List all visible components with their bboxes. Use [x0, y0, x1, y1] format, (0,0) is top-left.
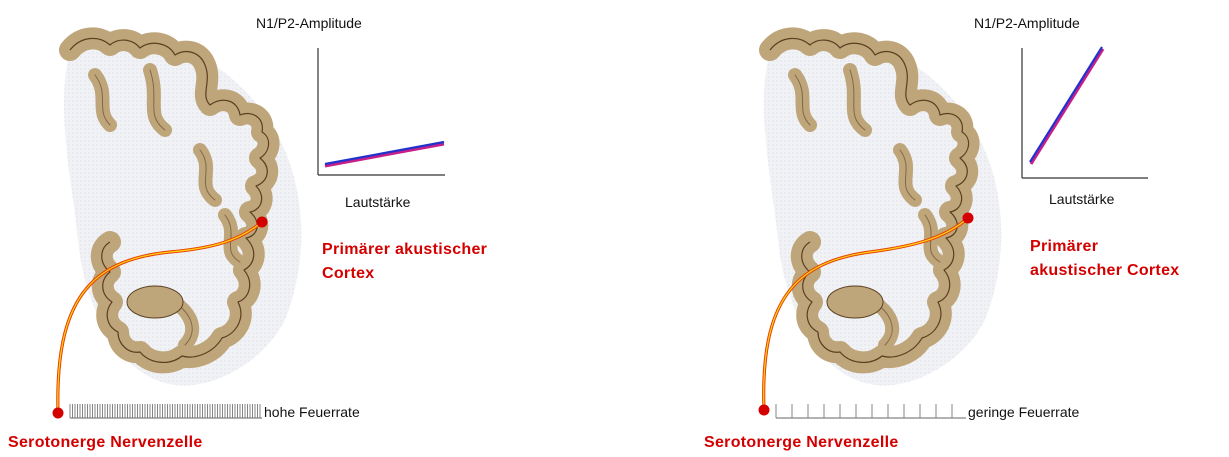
left-amplitude-axis-label: N1/P2-Amplitude: [256, 15, 362, 31]
right-amplitude-line: [1030, 47, 1102, 162]
left-amplitude-graph: [318, 48, 445, 175]
right-temporal-lobe: [827, 286, 883, 318]
right-panel: [759, 38, 1149, 418]
right-amplitude-line-shadow: [1031, 49, 1103, 164]
left-amplitude-line: [325, 142, 444, 164]
left-cortex-label-line-1: Primärer akustischer: [322, 238, 487, 262]
left-spike-train: [70, 404, 262, 418]
right-amplitude-axis-label: N1/P2-Amplitude: [974, 15, 1080, 31]
left-amplitude-line-shadow: [325, 144, 444, 166]
left-panel: [53, 38, 446, 419]
left-serotonergic-neuron: [53, 408, 64, 419]
right-amplitude-graph: [1022, 47, 1148, 178]
left-temporal-lobe: [127, 286, 183, 318]
left-cortex-target-dot: [257, 217, 268, 228]
left-neuron-label: Serotonerge Nervenzelle: [8, 434, 203, 452]
left-cortex-label: Primärer akustischer Cortex: [322, 238, 487, 286]
right-spike-train: [776, 404, 966, 418]
right-volume-axis-label: Lautstärke: [1049, 191, 1114, 207]
right-cortex-label: Primärer akustischer Cortex: [1030, 235, 1179, 283]
left-firing-rate-label: hohe Feuerrate: [264, 404, 360, 420]
right-serotonergic-neuron: [759, 405, 770, 416]
right-cortex-label-line-2: akustischer Cortex: [1030, 259, 1179, 283]
left-volume-axis-label: Lautstärke: [345, 194, 410, 210]
right-neuron-label: Serotonerge Nervenzelle: [704, 434, 899, 452]
right-cortex-target-dot: [963, 213, 974, 224]
left-cortex-label-line-2: Cortex: [322, 262, 487, 286]
right-cortex-label-line-1: Primärer: [1030, 235, 1179, 259]
right-firing-rate-label: geringe Feuerrate: [968, 404, 1079, 420]
